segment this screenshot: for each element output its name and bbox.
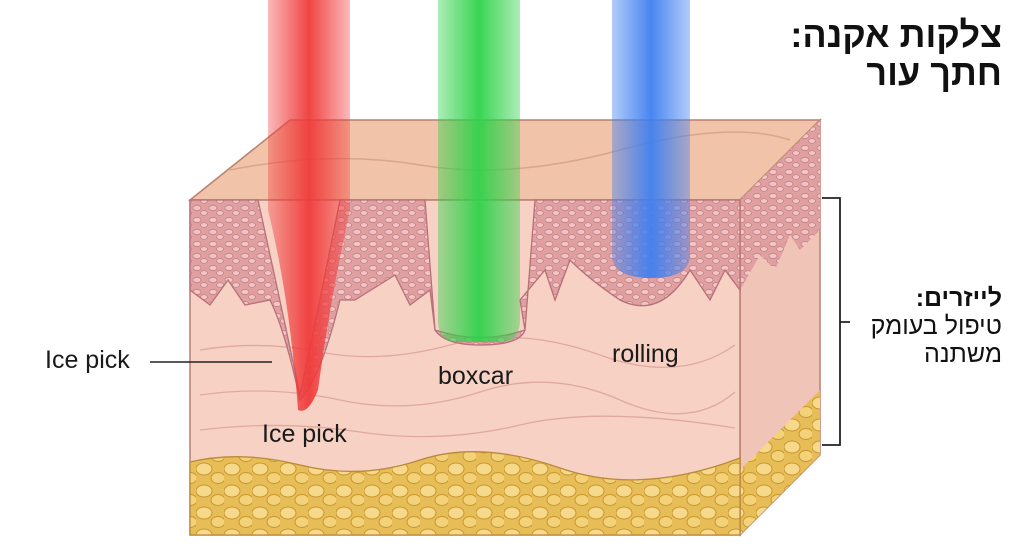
laser-note-heading: לייזרים:: [915, 284, 1002, 312]
green-laser-beam: [438, 0, 520, 342]
boxcar-label: boxcar: [438, 362, 514, 390]
rolling-label: rolling: [612, 340, 679, 368]
ice-pick-callout-label: Ice pick: [45, 346, 130, 374]
fat-layer: [189, 451, 741, 536]
laser-note-line-1: טיפול בעומק: [870, 312, 1002, 340]
laser-note-line-2: משתנה: [923, 340, 1002, 368]
red-laser-beam: [268, 0, 350, 411]
title-line-2: חתך עור: [866, 52, 1002, 93]
page-title: צלקות אקנה: חתך עור: [790, 16, 1002, 92]
blue-laser-beam: [612, 0, 690, 278]
laser-note: לייזרים: טיפול בעומק משתנה: [871, 284, 1002, 368]
title-line-1: צלקות אקנה:: [790, 14, 1002, 55]
depth-bracket: [822, 197, 850, 446]
ice-pick-label: Ice pick: [262, 420, 347, 448]
